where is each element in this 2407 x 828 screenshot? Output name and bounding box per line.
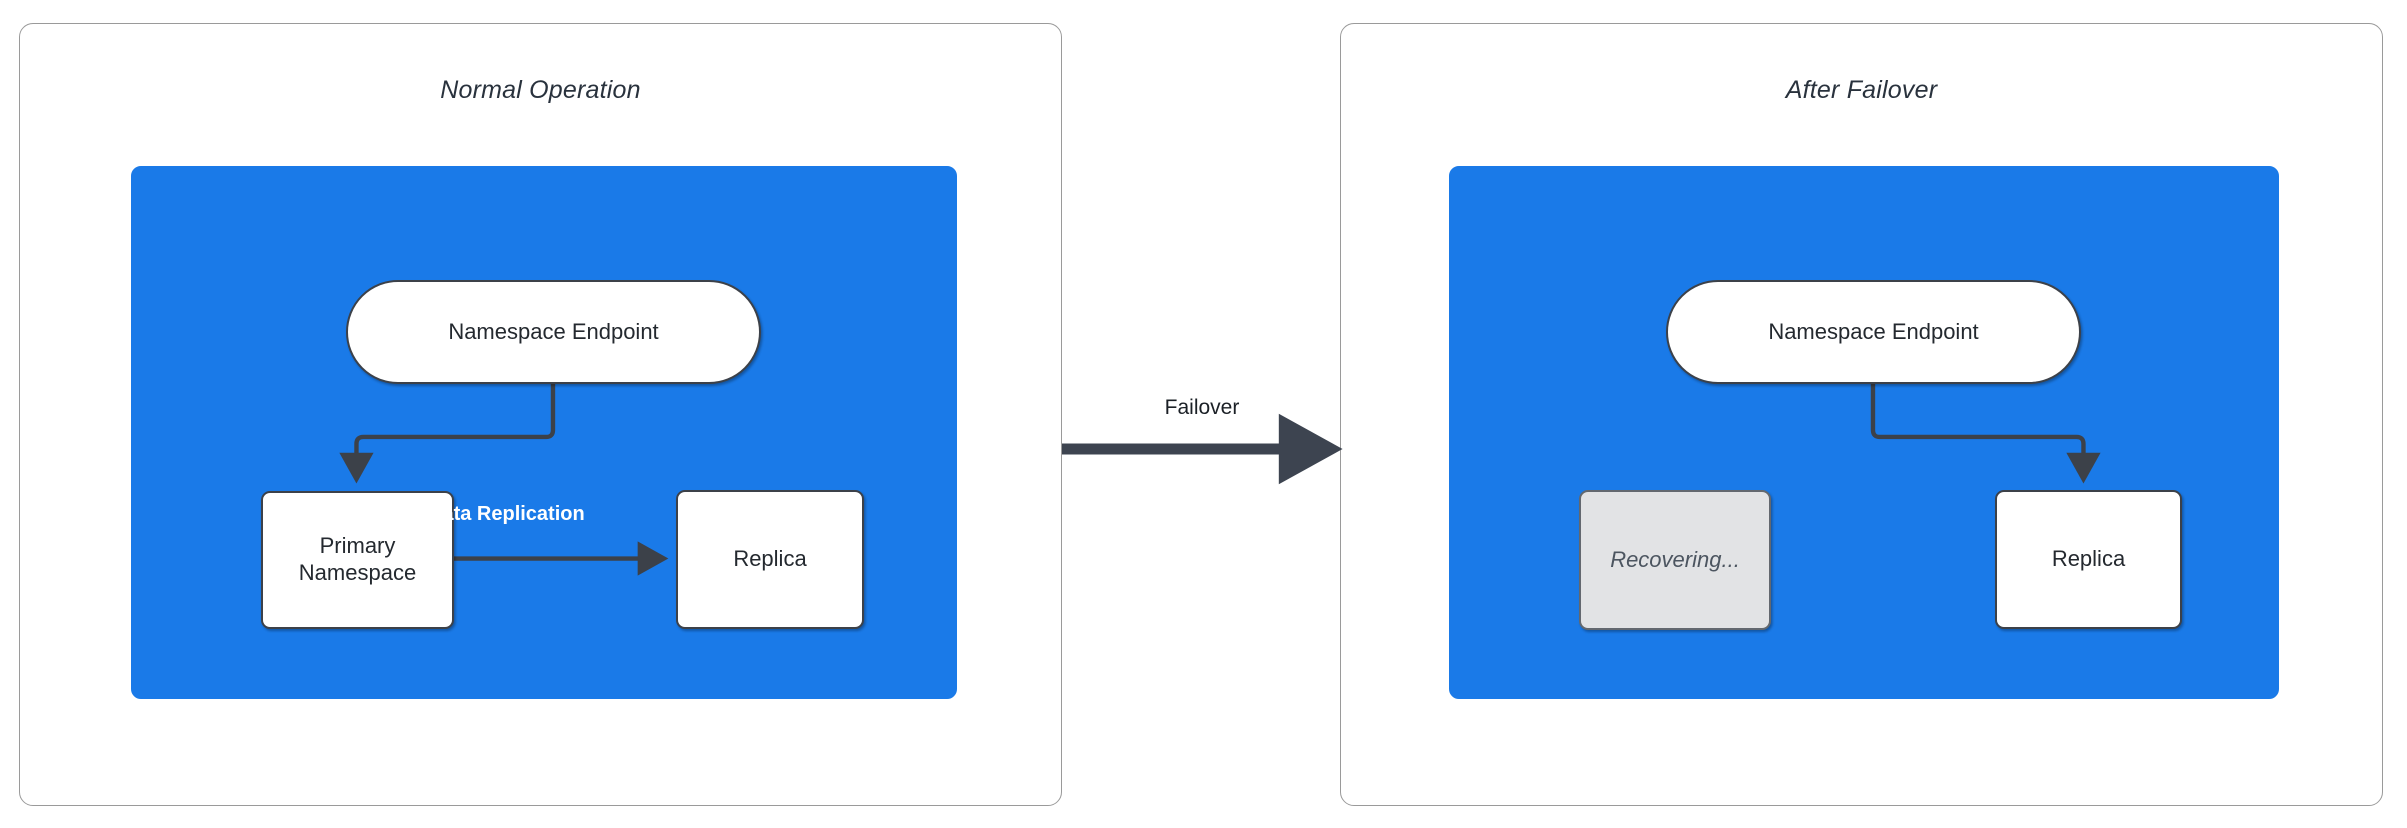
node-label: Primary Namespace <box>298 533 417 585</box>
blue-region-after-failover: Namespace Endpoint Recovering... Replica <box>1449 166 2279 699</box>
node-label: Replica <box>2051 546 2126 572</box>
node-namespace-endpoint[interactable]: Namespace Endpoint <box>346 280 761 384</box>
failover-label: Failover <box>1164 396 1240 419</box>
node-replica[interactable]: Replica <box>1995 490 2182 629</box>
edge-label-data-replication: Data Replication <box>428 503 585 525</box>
panel-after-failover: After Failover Namespace Endpoint Recove… <box>1340 23 2383 806</box>
node-replica[interactable]: Replica <box>676 490 864 629</box>
node-namespace-endpoint[interactable]: Namespace Endpoint <box>1666 280 2081 384</box>
node-label: Namespace Endpoint <box>1768 318 1979 344</box>
node-recovering[interactable]: Recovering... <box>1579 490 1771 630</box>
node-label: Namespace Endpoint <box>448 318 659 344</box>
panel-normal-operation: Normal Operation Namespace Endpoint <box>19 23 1062 806</box>
failover-arrow-icon <box>1062 413 1343 485</box>
blue-region-normal-operation: Namespace Endpoint Primary Namespace Rep… <box>131 166 957 699</box>
node-primary-namespace[interactable]: Primary Namespace <box>261 491 454 629</box>
node-label: Replica <box>733 546 807 572</box>
node-label: Recovering... <box>1610 546 1740 572</box>
panel-title-normal-operation: Normal Operation <box>440 76 641 104</box>
panel-title-after-failover: After Failover <box>1785 76 1938 104</box>
